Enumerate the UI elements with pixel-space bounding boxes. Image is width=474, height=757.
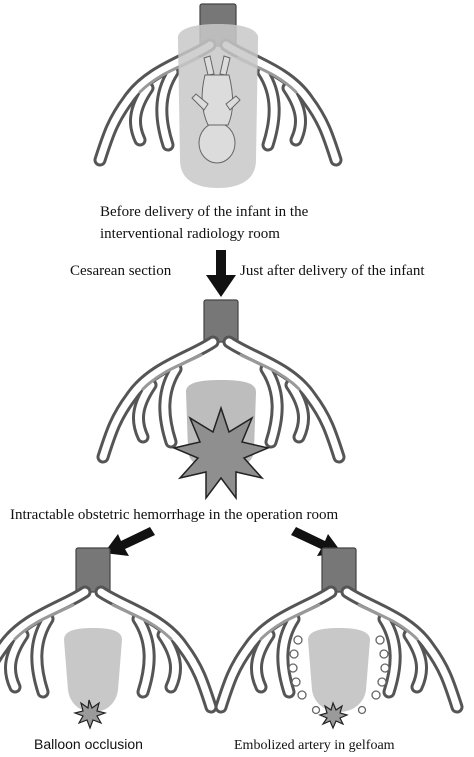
caption-after-delivery: Just after delivery of the infant — [240, 263, 425, 279]
panel-balloon-occlusion — [0, 547, 211, 730]
panel-before-delivery — [100, 3, 336, 188]
hemorrhage-burst-icon — [318, 701, 349, 730]
aorta — [321, 547, 357, 593]
panel-embolized-artery — [221, 547, 457, 730]
gelfoam-embolus-icon — [288, 635, 390, 715]
caption-cesarean: Cesarean section — [70, 263, 172, 279]
aorta — [75, 547, 111, 593]
hemorrhage-burst-icon — [171, 405, 271, 501]
arrow-down-left-icon — [104, 527, 155, 556]
caption-before-line1: Before delivery of the infant in the — [100, 204, 309, 220]
caption-hemorrhage: Intractable obstetric hemorrhage in the … — [10, 507, 339, 523]
uterus — [64, 628, 122, 712]
aorta — [203, 299, 239, 343]
uterus — [308, 628, 370, 712]
caption-before-line2: interventional radiology room — [100, 226, 280, 242]
caption-embolized: Embolized artery in gelfoam — [234, 738, 395, 753]
balloon-occlusion-icon — [72, 699, 108, 730]
arrow-down-icon — [206, 250, 236, 297]
panel-hemorrhage — [103, 299, 339, 501]
fetus-icon — [191, 55, 241, 164]
caption-balloon: Balloon occlusion — [34, 736, 143, 752]
